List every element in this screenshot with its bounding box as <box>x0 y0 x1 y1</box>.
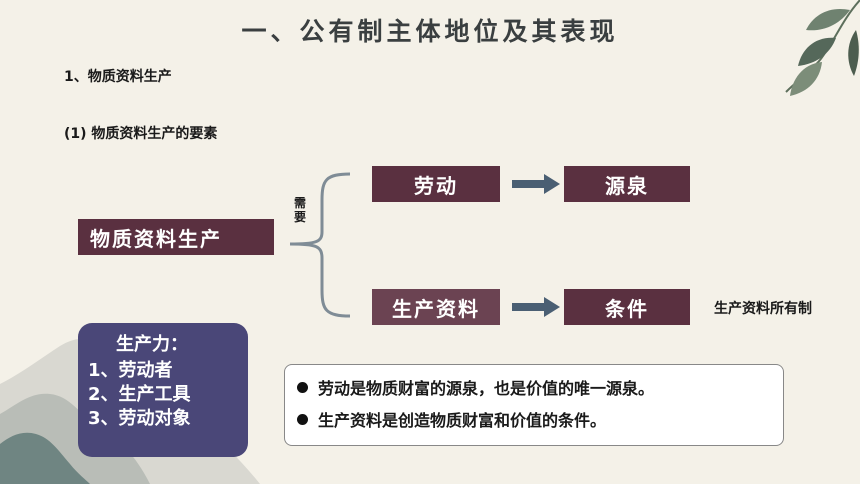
list-item: 1、劳动者 <box>88 360 173 381</box>
facts-box: 劳动是物质财富的源泉，也是价值的唯一源泉。 生产资料是创造物质财富和价值的条件。 <box>284 364 784 446</box>
page-title: 一、公有制主体地位及其表现 <box>241 17 619 46</box>
labor-label: 劳动 <box>414 173 458 198</box>
ownership-note: 生产资料所有制 <box>714 301 812 317</box>
source-box: 源泉 <box>564 166 690 202</box>
list-item: 3、劳动对象 <box>88 408 191 429</box>
means-of-production-label: 生产资料 <box>392 296 480 321</box>
arrow-right-icon <box>512 174 560 194</box>
source-label: 源泉 <box>605 173 649 198</box>
arrow-right-icon <box>512 297 560 317</box>
fact-item: 生产资料是创造物质财富和价值的条件。 <box>297 403 783 435</box>
bullet-icon <box>297 381 308 393</box>
bullet-icon <box>297 413 308 425</box>
fact-text: 劳动是物质财富的源泉，也是价值的唯一源泉。 <box>318 379 655 398</box>
productive-forces-heading: 生产力： <box>116 334 188 355</box>
productive-forces-panel: 生产力： 1、劳动者 2、生产工具 3、劳动对象 <box>78 323 248 457</box>
root-label: 物质资料生产 <box>90 226 222 251</box>
condition-label: 条件 <box>605 296 649 321</box>
list-item: 2、生产工具 <box>88 384 191 405</box>
leaf-decoration <box>785 0 860 96</box>
means-of-production-box: 生产资料 <box>372 289 500 325</box>
condition-box: 条件 <box>564 289 690 325</box>
fact-item: 劳动是物质财富的源泉，也是价值的唯一源泉。 <box>297 371 783 403</box>
fact-text: 生产资料是创造物质财富和价值的条件。 <box>318 411 607 430</box>
need-label: 需要 <box>293 196 306 224</box>
subsection-heading: (1) 物质资料生产的要素 <box>64 126 218 142</box>
section-heading: 1、物质资料生产 <box>64 69 172 85</box>
labor-box: 劳动 <box>372 166 500 202</box>
brace-connector <box>289 172 351 318</box>
root-box: 物质资料生产 <box>78 219 274 255</box>
